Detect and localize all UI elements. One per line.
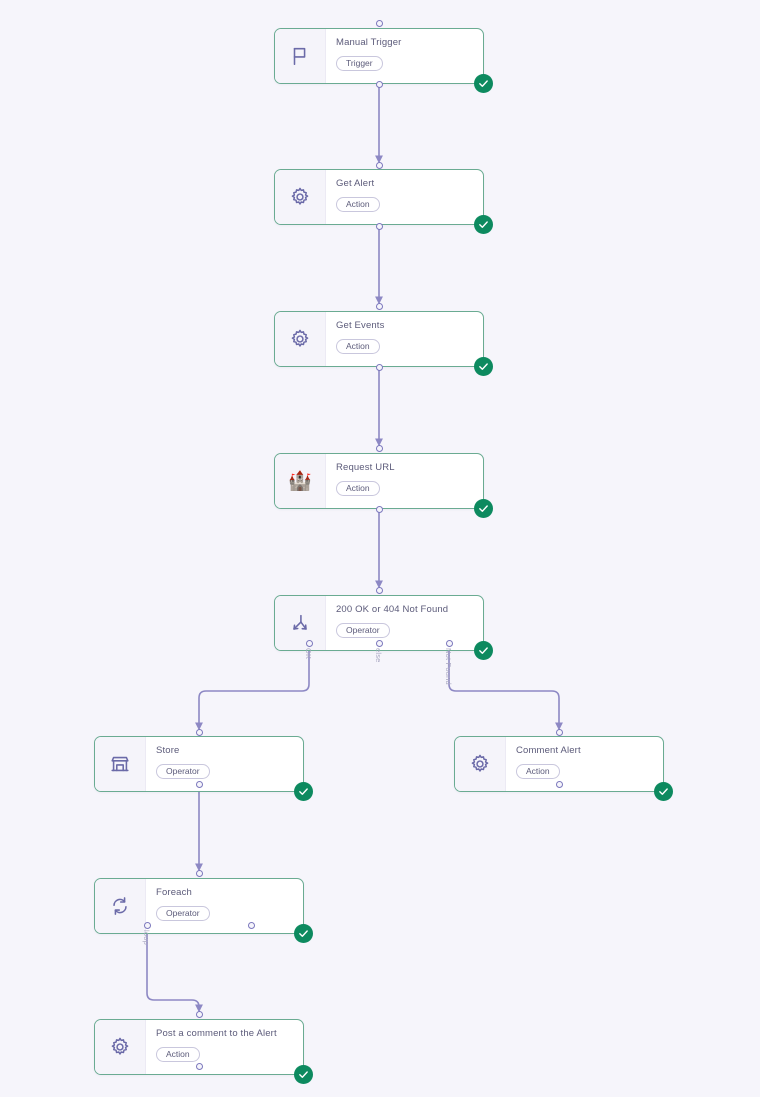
gear-icon [275, 312, 326, 366]
node-tag: Action [336, 196, 380, 212]
node-get-events[interactable]: Get Events Action [274, 311, 493, 376]
port-manual-trigger-out[interactable] [375, 80, 383, 88]
node-foreach[interactable]: Foreach Operator [94, 878, 313, 943]
gear-icon [275, 170, 326, 224]
node-title: Get Alert [336, 178, 375, 189]
edge-e9 [146, 927, 203, 1013]
port-branch-in[interactable] [375, 586, 383, 594]
node-body: Get Events Action [326, 312, 483, 366]
label-not-found: Not Found [444, 648, 453, 685]
status-badge-success [474, 357, 493, 376]
port-get-alert-in[interactable] [375, 161, 383, 169]
label-ok: OK [304, 648, 313, 660]
node-title: Post a comment to the Alert [156, 1028, 277, 1039]
node-title: Get Events [336, 320, 385, 331]
port-foreach-out-loop[interactable] [143, 921, 151, 929]
status-badge-success [474, 499, 493, 518]
branch-split-icon [275, 596, 326, 650]
node-body: Get Alert Action [326, 170, 483, 224]
node-body: Foreach Operator [146, 879, 303, 933]
gear-icon [95, 1020, 146, 1074]
status-badge-success [474, 74, 493, 93]
port-store-out[interactable] [195, 780, 203, 788]
node-title: Store [156, 745, 180, 756]
port-get-events-in[interactable] [375, 302, 383, 310]
node-title: Request URL [336, 462, 395, 473]
castle-emoji-icon: 🏰 [275, 454, 326, 508]
status-badge-success [294, 924, 313, 943]
status-badge-success [294, 1065, 313, 1084]
node-body: Manual Trigger Trigger [326, 29, 483, 83]
node-body: Store Operator [146, 737, 303, 791]
port-get-alert-out[interactable] [375, 222, 383, 230]
status-badge-success [474, 641, 493, 660]
port-get-events-out[interactable] [375, 363, 383, 371]
port-manual-trigger-in[interactable] [375, 19, 383, 27]
node-tag: Operator [156, 763, 210, 779]
node-request-url[interactable]: 🏰 Request URL Action [274, 453, 493, 518]
status-badge-success [474, 215, 493, 234]
node-body: Post a comment to the Alert Action [146, 1020, 303, 1074]
port-branch-out-else[interactable] [375, 639, 383, 647]
flag-icon [275, 29, 326, 83]
port-foreach-out-done[interactable] [247, 921, 255, 929]
port-comment-alert-in[interactable] [555, 728, 563, 736]
node-title: Comment Alert [516, 745, 581, 756]
node-body: Request URL Action [326, 454, 483, 508]
node-tag: Action [336, 338, 380, 354]
node-tag: Trigger [336, 55, 383, 71]
node-tag: Operator [336, 622, 390, 638]
node-body: 200 OK or 404 Not Found Operator [326, 596, 483, 650]
store-icon [95, 737, 146, 791]
node-get-alert[interactable]: Get Alert Action [274, 169, 493, 234]
port-branch-out-ok[interactable] [305, 639, 313, 647]
node-title: Foreach [156, 887, 192, 898]
port-post-comment-in[interactable] [195, 1010, 203, 1018]
edge-e6 [448, 645, 563, 731]
node-manual-trigger[interactable]: Manual Trigger Trigger [274, 28, 493, 93]
node-body: Comment Alert Action [506, 737, 663, 791]
castle-emoji-glyph: 🏰 [288, 470, 312, 492]
edge-e5 [195, 645, 310, 731]
status-badge-success [654, 782, 673, 801]
port-comment-alert-out[interactable] [555, 780, 563, 788]
label-loop: loop [142, 930, 151, 945]
port-store-in[interactable] [195, 728, 203, 736]
node-post-comment[interactable]: Post a comment to the Alert Action [94, 1019, 313, 1084]
port-branch-out-notfound[interactable] [445, 639, 453, 647]
port-request-url-out[interactable] [375, 505, 383, 513]
node-title: Manual Trigger [336, 37, 402, 48]
node-tag: Action [156, 1046, 200, 1062]
port-request-url-in[interactable] [375, 444, 383, 452]
node-tag: Action [516, 763, 560, 779]
label-else: else [374, 648, 383, 663]
loop-icon [95, 879, 146, 933]
node-title: 200 OK or 404 Not Found [336, 604, 449, 615]
node-tag: Operator [156, 905, 210, 921]
gear-icon [455, 737, 506, 791]
port-foreach-in[interactable] [195, 869, 203, 877]
port-post-comment-out[interactable] [195, 1062, 203, 1070]
status-badge-success [294, 782, 313, 801]
node-tag: Action [336, 480, 380, 496]
